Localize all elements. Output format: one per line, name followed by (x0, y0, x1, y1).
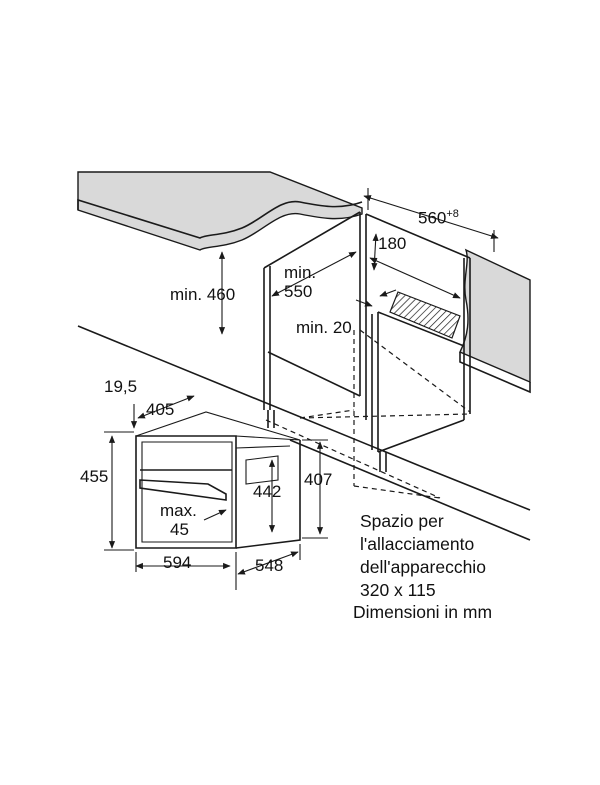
dim-niche-width-value: 560 (418, 208, 447, 228)
note-line-5: Dimensioni in mm (353, 602, 493, 622)
dim-niche-width: 560+8 (418, 205, 459, 228)
dim-niche-width-tolerance: +8 (446, 208, 459, 220)
dim-door-depth: 405 (146, 400, 175, 419)
dim-total-width: 594 (163, 553, 192, 572)
dim-front-offset: 19,5 (104, 377, 138, 396)
dim-total-height: 455 (80, 467, 109, 486)
note-line-2: l'allacciamento (360, 534, 475, 554)
dim-min-depth-line2: 550 (284, 282, 313, 301)
oven-body (135, 411, 301, 549)
dim-rear-gap: 180 (378, 234, 407, 253)
dim-max-value: 45 (170, 520, 189, 539)
floor-lines (77, 325, 531, 541)
dim-max-label: max. (160, 501, 197, 520)
connection-opening (389, 291, 461, 339)
dim-body-height: 442 (253, 482, 282, 501)
countertop-right (459, 248, 531, 394)
note-line-4: 320 x 115 (360, 580, 436, 600)
dim-min-height: min. 460 (170, 285, 236, 304)
note-line-1: Spazio per (360, 511, 444, 531)
note-line-3: dell'apparecchio (360, 557, 486, 577)
dim-min-depth-line1: min. (284, 263, 317, 282)
dim-rear-height: 407 (304, 470, 333, 489)
countertop-left (77, 171, 363, 251)
dimension-lines (104, 188, 499, 590)
dim-total-depth: 548 (255, 556, 284, 575)
hidden-lines (265, 329, 471, 499)
dim-min-side-gap: min. 20 (296, 318, 352, 337)
